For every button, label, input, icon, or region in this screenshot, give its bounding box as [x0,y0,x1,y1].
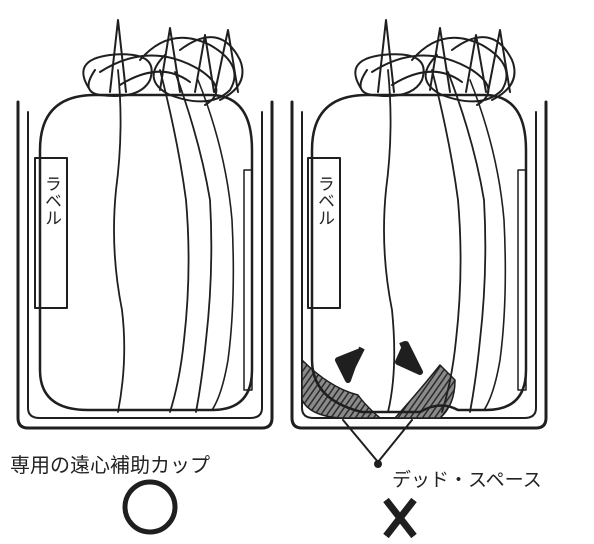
left-spike-1 [110,20,126,92]
callout-dot [374,460,382,468]
left-bottle [40,95,252,410]
left-tube-label: ラベル [41,175,61,226]
right-spike-3 [466,35,486,92]
left-leaf-line-1 [114,70,124,412]
left-spike-3 [195,35,214,92]
right-tube-label: ラベル [314,175,334,226]
left-leaf-line-2 [160,70,189,412]
right-leaf-line-2 [432,70,461,412]
right-leaf-line-4 [470,80,505,410]
incorrect-mark-icon [386,500,414,536]
correct-mark-icon [125,482,175,532]
arrow-right-icon [398,342,420,372]
left-caption: 専用の遠心補助カップ [10,453,210,477]
right-panel [292,20,546,462]
right-leaf-line-1 [384,70,394,412]
left-leaf-line-3 [175,72,211,412]
right-cup-outer [292,102,546,428]
arrow-left-icon [338,348,362,380]
callout-leader-lines [343,420,412,462]
dead-space-callout: デッド・スペース [392,469,542,491]
